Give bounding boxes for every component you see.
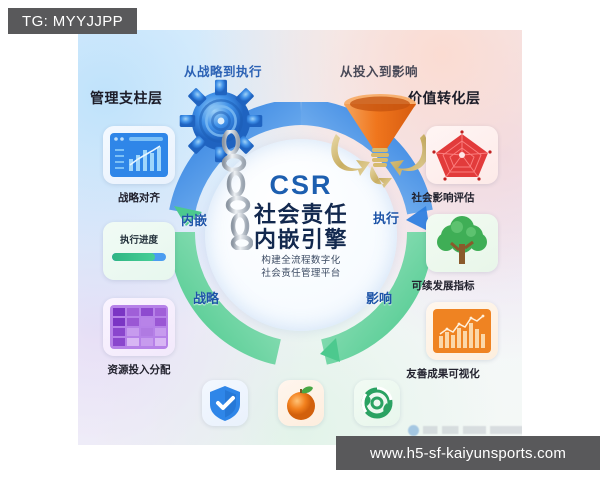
orange-bar-chart-icon	[433, 309, 491, 353]
recycle-leaf-icon	[361, 386, 393, 419]
card-outcome-visualization[interactable]	[426, 302, 498, 360]
icon-tile-recycle[interactable]	[354, 380, 400, 426]
progress-track	[112, 253, 166, 261]
center-title-line2: 内嵌引擎	[253, 227, 348, 252]
matrix-grid-icon	[110, 305, 168, 349]
ring-label-impact: 影响	[366, 291, 393, 306]
progress-fill	[112, 253, 156, 261]
card-resource-allocation[interactable]	[103, 298, 175, 356]
center-title: 社会责任 内嵌引擎	[168, 202, 434, 252]
radar-chart-icon	[432, 130, 492, 181]
shield-check-icon	[210, 386, 240, 421]
center-acronym: CSR	[269, 170, 333, 200]
card-caption-sustainability: 可续发展指标	[411, 280, 475, 292]
ring-label-strategy: 战略	[193, 291, 220, 306]
logo-text-blur	[423, 426, 522, 434]
card-execution-progress[interactable]: 执行进度	[103, 222, 175, 280]
card-caption-strategy-alignment: 战略对齐	[118, 192, 160, 204]
center-subtitle-line2: 社会责任管理平台	[261, 268, 341, 279]
orange-fruit-icon	[287, 386, 315, 420]
card-caption-resource-allocation: 资源投入分配	[107, 364, 171, 376]
column-header-right: 价值转化层	[408, 90, 481, 106]
icon-tile-shield[interactable]	[202, 380, 248, 426]
funnel-icon	[331, 94, 429, 188]
center-title-line1: 社会责任	[253, 202, 348, 227]
card-caption-social-impact: 社会影响评估	[411, 192, 475, 204]
obscured-brand-logo	[408, 422, 522, 438]
column-header-left: 管理支柱层	[90, 90, 163, 106]
flow-label-left: 从战略到执行	[184, 65, 263, 79]
card-caption-outcome-visualization: 友善成果可视化	[406, 368, 480, 380]
tree-icon	[437, 216, 487, 264]
ring-label-embed: 内嵌	[181, 213, 208, 228]
center-subtitle: 构建全流程数字化 社会责任管理平台	[168, 254, 434, 280]
card-sustainability[interactable]	[426, 214, 498, 272]
ring-label-execute: 执行	[373, 211, 400, 226]
csr-infographic: 从战略到执行 从投入到影响 管理支柱层 价值转化层	[78, 30, 522, 445]
logo-dot	[408, 424, 419, 436]
card-strategy-alignment[interactable]	[103, 126, 175, 184]
progress-label: 执行进度	[119, 235, 158, 246]
flow-label-right: 从投入到影响	[340, 65, 419, 79]
tg-badge: TG: MYYJJPP	[8, 8, 138, 34]
card-social-impact[interactable]	[426, 126, 498, 184]
chain-icon	[221, 130, 253, 250]
icon-tile-fruit[interactable]	[278, 380, 324, 426]
bar-line-chart-icon	[110, 133, 168, 177]
url-watermark: www.h5-sf-kaiyunsports.com	[336, 436, 600, 470]
center-subtitle-line1: 构建全流程数字化	[261, 255, 341, 266]
